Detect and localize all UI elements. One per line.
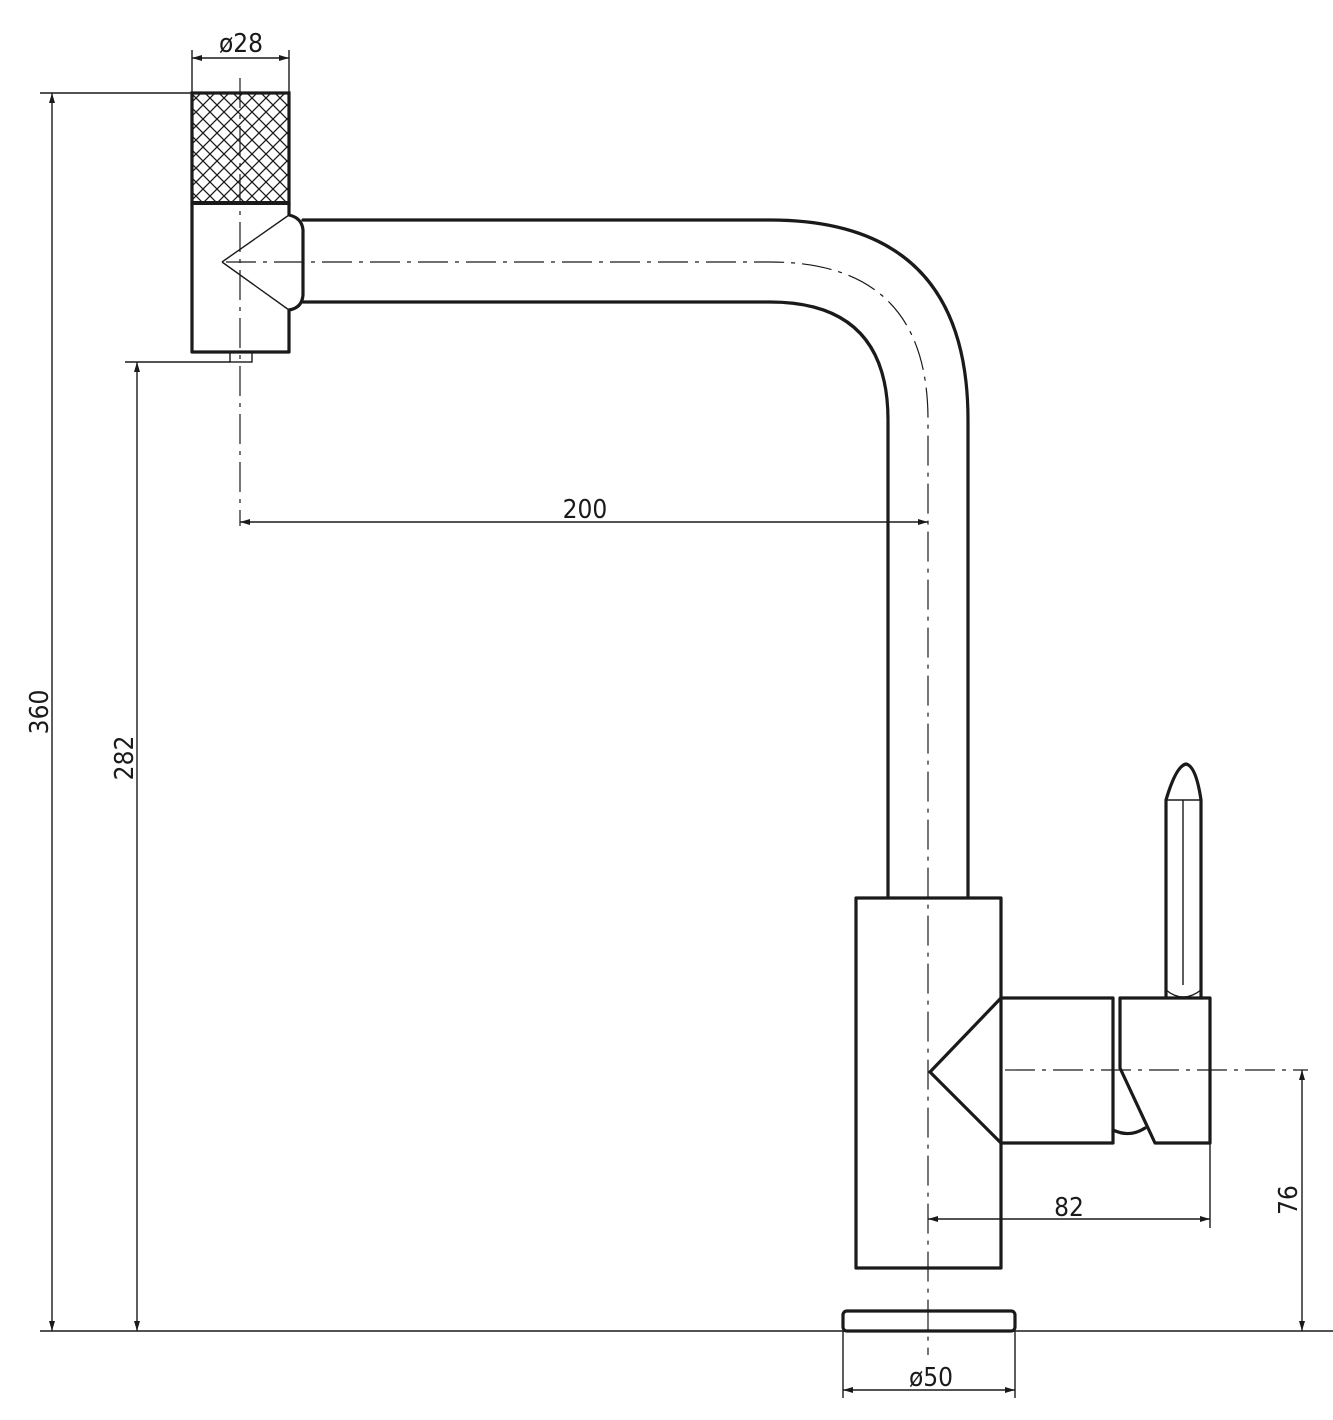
label-handle-height: 76 xyxy=(1274,1185,1304,1215)
spout-tube xyxy=(301,218,970,898)
aerator xyxy=(229,351,253,363)
extension-lines xyxy=(40,50,1333,1398)
spray-head xyxy=(190,91,305,363)
label-base-diameter: ø50 xyxy=(909,1363,953,1393)
lever-handle xyxy=(1164,762,1203,1000)
dimension-lines xyxy=(49,55,1305,1393)
label-handle-reach: 82 xyxy=(1054,1193,1084,1223)
label-spout-height: 282 xyxy=(110,736,140,781)
label-total-height: 360 xyxy=(25,690,55,735)
base-plate xyxy=(841,1309,1017,1333)
label-spout-diameter: ø28 xyxy=(219,29,263,59)
faucet-body xyxy=(190,91,1212,1333)
center-lines xyxy=(226,78,1308,1355)
faucet-base-body xyxy=(841,762,1212,1333)
label-spout-reach: 200 xyxy=(563,495,608,525)
dimension-labels: ø28 360 282 200 82 76 ø50 xyxy=(25,29,1304,1393)
